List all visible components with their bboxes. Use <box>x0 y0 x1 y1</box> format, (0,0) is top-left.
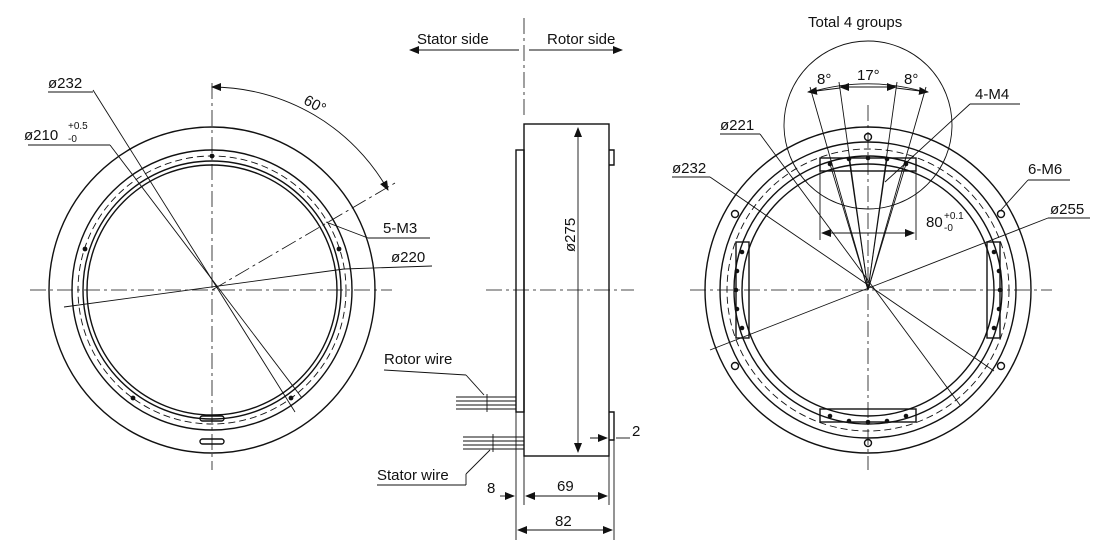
right-ring-232 <box>719 141 1017 439</box>
dim-2-label: 2 <box>632 423 640 440</box>
hole-m4 <box>884 418 890 424</box>
hole-m6 <box>863 132 873 142</box>
dim-8-label: 8 <box>487 480 495 497</box>
svg-text:-0: -0 <box>68 134 77 145</box>
rotor-wire-label: Rotor wire <box>384 351 452 368</box>
right-pitch-circle <box>726 148 1010 432</box>
angle-8-right-label: 8° <box>904 71 918 88</box>
hole-m4 <box>865 155 871 161</box>
svg-text:+0.5: +0.5 <box>68 121 88 132</box>
angle-60-arc <box>211 83 389 191</box>
hole-m4 <box>997 287 1003 293</box>
leader-d255 <box>709 217 1049 351</box>
d221-label: ø221 <box>720 117 754 134</box>
angle-fan-lines <box>809 81 927 291</box>
leader-m6 <box>1000 179 1029 211</box>
hole-m4 <box>991 325 997 331</box>
dim-69-label: 69 <box>557 478 574 495</box>
rotor-wire-bundle <box>456 374 516 412</box>
svg-text:ø210: ø210 <box>24 127 58 144</box>
rotor-side-label: Rotor side <box>547 31 615 48</box>
stator-flange <box>515 149 525 413</box>
d255-label: ø255 <box>1050 201 1084 218</box>
d232-label: ø232 <box>48 75 93 93</box>
hole-m6 <box>863 438 873 448</box>
rotor-step-lower <box>609 411 615 441</box>
detail-circle <box>783 40 953 210</box>
hole-m3 <box>336 246 342 252</box>
right-m6-holes <box>730 132 1006 448</box>
hole-m4 <box>734 268 740 274</box>
hole-m4 <box>903 413 909 419</box>
holes-5-m3-label: 5-M3 <box>383 220 417 237</box>
hole-m3 <box>288 395 294 401</box>
right-outer-circle <box>704 126 1032 454</box>
svg-text:+0.1: +0.1 <box>944 211 964 222</box>
left-m3-holes <box>82 153 342 401</box>
hole-m6 <box>730 209 740 219</box>
holes-6-m6-label: 6-M6 <box>1028 161 1062 178</box>
leader-d232 <box>92 89 296 413</box>
hole-m6 <box>996 209 1006 219</box>
angle-8-left-label: 8° <box>817 71 831 88</box>
d232-right-label: ø232 <box>672 160 706 177</box>
right-back-view: Total 4 groups 8° 17° 8° 4-M4 6-M6 ø255 … <box>672 14 1090 470</box>
hole-m4 <box>865 419 871 425</box>
wire-slot-upper <box>199 415 225 422</box>
hole-m4 <box>739 325 745 331</box>
d210-label: ø210 +0.5 -0 <box>24 121 88 145</box>
hole-m3 <box>209 153 215 159</box>
angle-17-label: 17° <box>857 67 880 84</box>
hole-m3 <box>130 395 136 401</box>
hole-m4 <box>996 306 1002 312</box>
angle-60-label: 60° <box>301 92 329 118</box>
holes-4-m4-label: 4-M4 <box>975 86 1009 103</box>
leader-m3 <box>325 221 369 239</box>
side-section-view: Stator side Rotor side ø275 Rotor wire <box>377 18 640 540</box>
svg-text:-0: -0 <box>944 223 953 234</box>
rotor-step <box>609 149 615 166</box>
dim-82-label: 82 <box>555 513 572 530</box>
hole-m3 <box>82 246 88 252</box>
hole-m6 <box>996 361 1006 371</box>
wire-slot-lower <box>199 438 225 445</box>
leader-d210-diag <box>109 144 303 399</box>
total-groups-label: Total 4 groups <box>808 14 902 31</box>
hole-m4 <box>846 418 852 424</box>
dim-80-label: 80 <box>926 214 943 231</box>
leader-d220 <box>63 268 345 308</box>
svg-text:ø232: ø232 <box>48 75 82 92</box>
stator-wire-label: Stator wire <box>377 467 449 484</box>
hole-m4 <box>734 306 740 312</box>
left-front-view: ø232 ø210 +0.5 -0 60° 5-M3 ø220 <box>24 75 433 470</box>
stator-side-label: Stator side <box>417 31 489 48</box>
leader-m4 <box>884 103 971 183</box>
d275-label: ø275 <box>562 218 579 252</box>
leader-d232-right <box>709 176 995 372</box>
right-bore <box>741 163 995 417</box>
leader-d220-ext <box>343 265 433 270</box>
hole-m4 <box>996 268 1002 274</box>
angle-ref-line <box>211 182 396 291</box>
hole-m4 <box>991 249 997 255</box>
d220-label: ø220 <box>391 249 425 266</box>
leader-d221 <box>759 133 961 406</box>
hole-m6 <box>730 361 740 371</box>
hole-m4 <box>733 287 739 293</box>
hole-m4 <box>739 249 745 255</box>
stator-wire-bundle <box>463 434 524 475</box>
hole-m4 <box>827 413 833 419</box>
